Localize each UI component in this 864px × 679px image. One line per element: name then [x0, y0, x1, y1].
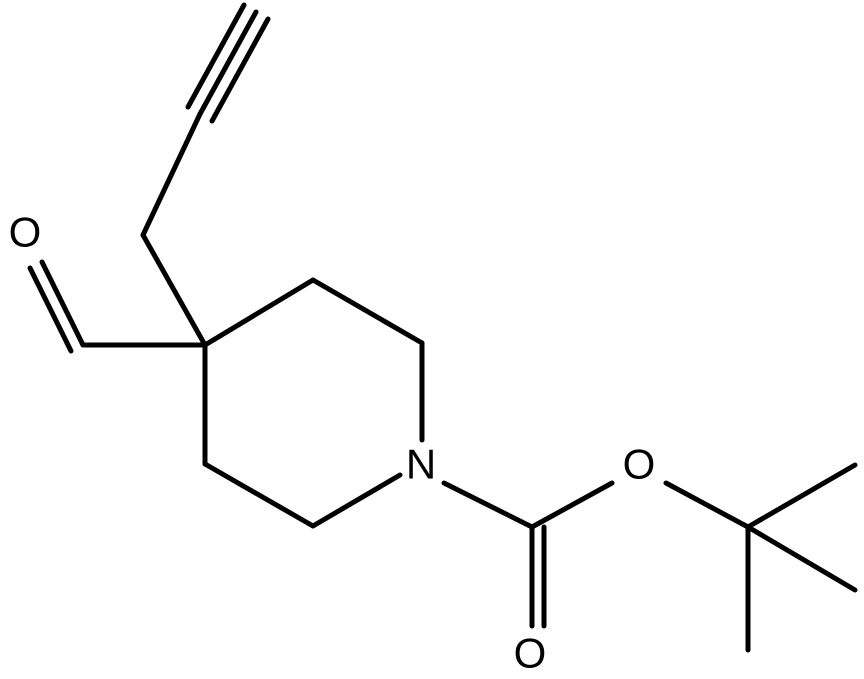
triple-bond [185, 2, 271, 124]
piperidine-ring [202, 277, 425, 529]
bond-carbonyl-oxygen [529, 480, 615, 530]
bond-quaternary-ch2 [140, 232, 208, 348]
bond-ch2-alkyne [140, 111, 203, 238]
atom-label-aldehyde-oxygen: O [9, 209, 42, 256]
bond-n-carbonyl [441, 480, 535, 530]
atom-label-carbonyl-oxygen: O [514, 630, 547, 677]
aldehyde-double-bond [27, 259, 86, 354]
carbonyl-double-bond [529, 524, 547, 629]
bond-oxygen-tbutyl [663, 480, 751, 530]
tert-butyl-group [745, 462, 858, 653]
atom-label-ester-oxygen: O [623, 441, 656, 488]
atom-label-nitrogen: N [406, 441, 436, 488]
